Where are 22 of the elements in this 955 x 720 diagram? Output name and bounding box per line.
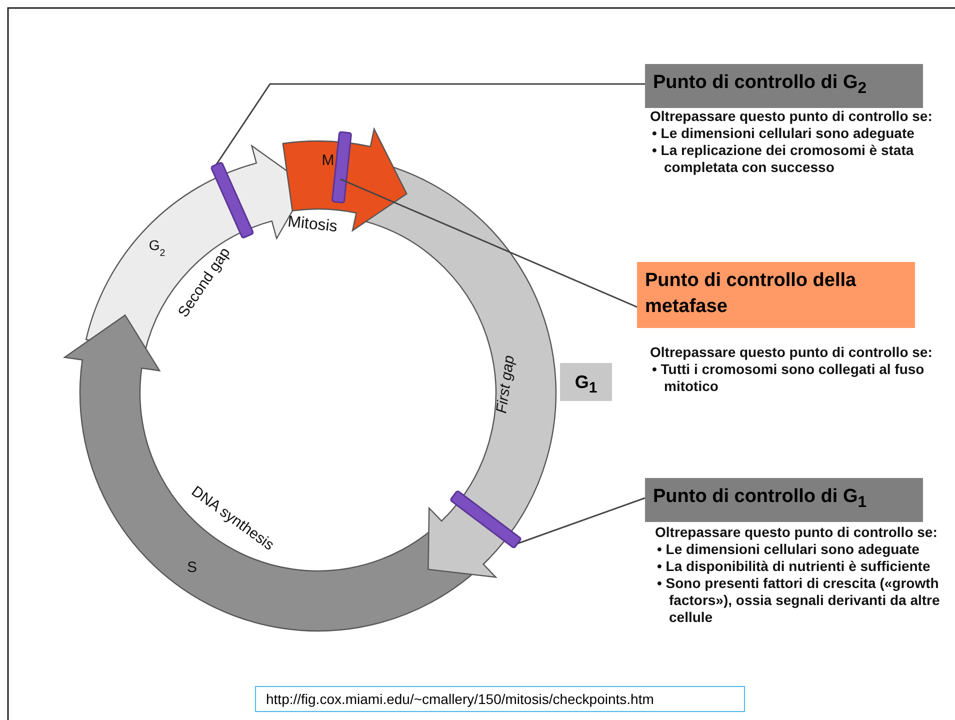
condition-item: • La disponibilità di nutrienti è sufficiente bbox=[656, 558, 932, 575]
leader-line bbox=[216, 83, 645, 166]
leader-line bbox=[517, 497, 646, 544]
checkpoint-heading: Punto di controllo di G$_{1}$ bbox=[645, 478, 923, 522]
phase-label: Mitosis bbox=[286, 213, 338, 236]
condition-intro: Oltrepassare questo punto di controllo se: bbox=[650, 344, 934, 361]
checkpoint-heading: Punto di controllo di G$_{2}$ bbox=[645, 64, 923, 108]
condition-item: • Sono presenti fattori di crescita («growth factors»), ossia segnali derivanti da altre cellule bbox=[656, 575, 941, 626]
phase-label: M bbox=[322, 152, 334, 169]
phase-label: First gap bbox=[493, 354, 518, 414]
source-url: http://fig.cox.miami.edu/~cmallery/150/mitosis/checkpoints.htm bbox=[255, 686, 745, 712]
condition-item: • Le dimensioni cellulari sono adeguate bbox=[651, 125, 916, 142]
condition-intro: Oltrepassare questo punto di controllo se: bbox=[650, 108, 934, 125]
checkpoint-heading: Punto di controllo della metafase bbox=[637, 262, 915, 328]
condition-intro: Oltrepassare questo punto di controllo se: bbox=[655, 524, 938, 541]
phase-label: G$_{2}$ bbox=[148, 237, 166, 258]
leader-line bbox=[340, 178, 638, 308]
condition-item: • Le dimensioni cellulari sono adeguate bbox=[656, 541, 920, 558]
condition-item: • La replicazione dei cromosomi è stata completata con successo bbox=[651, 142, 915, 176]
phase-tag: G$_{1}$ bbox=[560, 363, 612, 401]
phase-label: S bbox=[187, 559, 197, 576]
condition-item: • Tutti i cromosomi sono collegati al fuso mitotico bbox=[651, 361, 926, 395]
